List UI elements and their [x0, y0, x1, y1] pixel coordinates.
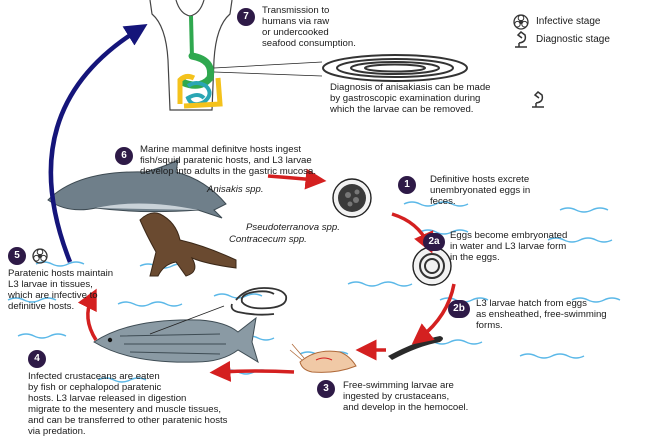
step-2a-badge: 2a [423, 233, 445, 251]
intestine-teal [185, 81, 212, 107]
fish [93, 305, 259, 364]
step-4-badge: 4 [28, 350, 46, 368]
unembryonated-egg [332, 178, 372, 218]
step-2a-text: Eggs become embryonated in water and L3 … [450, 230, 568, 263]
l3-larva-coil [230, 287, 288, 316]
diagnostic-larva-coil [322, 54, 468, 82]
step-7-text: Transmission to humans via raw or underc… [262, 5, 356, 49]
step-1-badge: 1 [398, 176, 416, 194]
step-1-text: Definitive hosts excrete unembryonated e… [430, 174, 531, 207]
human-figure [149, 0, 323, 111]
step-3-text: Free-swimming larvae are ingested by cru… [343, 380, 469, 413]
microscope-icon-diagnosis [532, 91, 544, 108]
species-anisakis: Anisakis spp. [207, 184, 264, 195]
embryonated-egg [412, 246, 452, 286]
cycle-arrows [77, 168, 456, 382]
legend-diagnostic-label: Diagnostic stage [536, 34, 610, 45]
step-2b-badge: 2b [448, 300, 470, 318]
step-3-badge: 3 [317, 380, 335, 398]
stomach [178, 52, 215, 89]
biohazard-icon [513, 14, 529, 30]
anisakis-life-cycle-diagram: Infective stage Diagnostic stage 7 Trans… [7, 0, 621, 437]
dolphin [47, 159, 227, 219]
diagnosis-text: Diagnosis of anisakiasis can be made by … [330, 82, 491, 115]
esophagus [189, 15, 194, 59]
legend-infective-label: Infective stage [536, 16, 601, 27]
sea-lion [139, 212, 237, 277]
microscope-icon [515, 31, 527, 48]
colon [177, 73, 223, 109]
step-2b-text: L3 larvae hatch from eggs as ensheathed,… [476, 298, 607, 331]
step-5-text: Paratenic hosts maintain L3 larvae in ti… [8, 268, 114, 312]
step-7-badge: 7 [237, 8, 255, 26]
step-4-text: Infected crustaceans are eaten by fish o… [28, 371, 228, 437]
biohazard-icon-step5 [32, 248, 48, 264]
step-6-text: Marine mammal definitve hosts ingest fis… [140, 144, 316, 177]
transmission-arrow [48, 24, 148, 263]
free-swimming-larva [388, 336, 443, 360]
crustacean [289, 343, 357, 373]
species-contracaecum: Contracecum spp. [229, 234, 307, 245]
step-6-badge: 6 [115, 147, 133, 165]
diagram-artwork [7, 0, 621, 383]
species-pseudoterranova: Pseudoterranova spp. [246, 222, 340, 233]
step-5-badge: 5 [8, 247, 26, 265]
